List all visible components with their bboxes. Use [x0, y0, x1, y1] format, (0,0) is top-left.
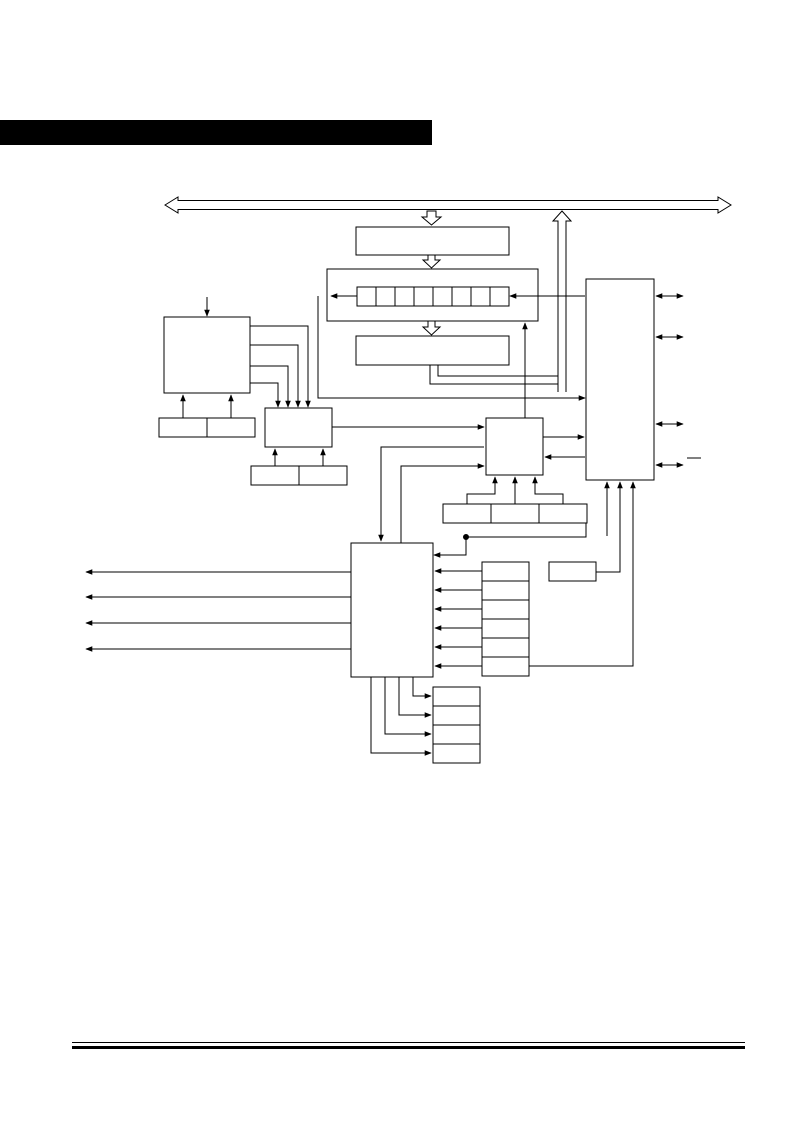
stack-register [481, 599, 530, 620]
stack-register [481, 580, 530, 601]
bottom-stack-register [432, 743, 481, 764]
footer-rule-thick [72, 1046, 745, 1049]
shift-left-tap [317, 296, 586, 401]
shift-cell [394, 286, 415, 307]
shift-cell [470, 286, 491, 307]
bottom-stack-register [432, 724, 481, 745]
left-block-sub-register [158, 417, 208, 438]
stack-register [481, 561, 530, 582]
shift-cell [375, 286, 396, 307]
standalone-block [548, 561, 597, 582]
bottom-register-stack [432, 686, 481, 764]
io-block [585, 278, 655, 481]
control-sub-register [538, 503, 588, 524]
shift-cell [356, 286, 377, 307]
bottom-stack-register [432, 705, 481, 726]
bottom-register-output-2 [437, 365, 558, 377]
lower-to-bottom-stack [412, 677, 432, 699]
stack-to-io-arrow [529, 481, 636, 667]
section-header-bar [0, 120, 432, 145]
lower-to-bottom-stack [370, 677, 432, 756]
control-sub-link [466, 476, 498, 504]
mux-sub-register [298, 465, 348, 486]
control-to-lower-arrow [378, 446, 484, 542]
shift-cell [413, 286, 434, 307]
control-block [485, 417, 544, 476]
main-bus [164, 196, 732, 214]
bus-to-top-register-arrow [420, 210, 443, 226]
bottom-register [355, 335, 510, 366]
shift-cell [432, 286, 453, 307]
left-to-mux-line [250, 382, 281, 408]
mux-block [264, 407, 333, 448]
shift-cell [451, 286, 472, 307]
left-to-mux-line [250, 325, 311, 408]
control-sub-link [532, 476, 564, 504]
left-block [163, 316, 251, 394]
stack-register [481, 656, 530, 677]
stack-register [481, 637, 530, 658]
right-register-stack [481, 561, 530, 677]
control-sub-register [490, 503, 540, 524]
shift-cell [489, 286, 510, 307]
junction-dot [463, 534, 469, 540]
stack-register [481, 618, 530, 639]
lower-central-block [350, 542, 434, 678]
lower-to-bottom-stack [398, 677, 432, 718]
left-block-sub-register [206, 417, 256, 438]
bottom-stack-register [432, 686, 481, 707]
standalone-to-io-arrow [596, 481, 623, 573]
lower-to-control-arrow [400, 463, 485, 543]
top-register [355, 226, 510, 256]
mux-sub-register [250, 465, 300, 486]
shift-to-bottom-register-arrow [421, 320, 442, 336]
left-to-mux-line [250, 365, 291, 408]
top-register-to-shift-arrow [421, 254, 442, 269]
shift-register-cells [356, 286, 510, 307]
bottom-register-output [429, 365, 558, 385]
control-sub-junction [433, 523, 587, 558]
return-to-bus-arrow [551, 210, 573, 392]
footer-rule-thin [72, 1042, 745, 1043]
lower-to-bottom-stack [384, 677, 432, 737]
control-sub-register [442, 503, 492, 524]
left-to-mux-line [250, 344, 301, 408]
